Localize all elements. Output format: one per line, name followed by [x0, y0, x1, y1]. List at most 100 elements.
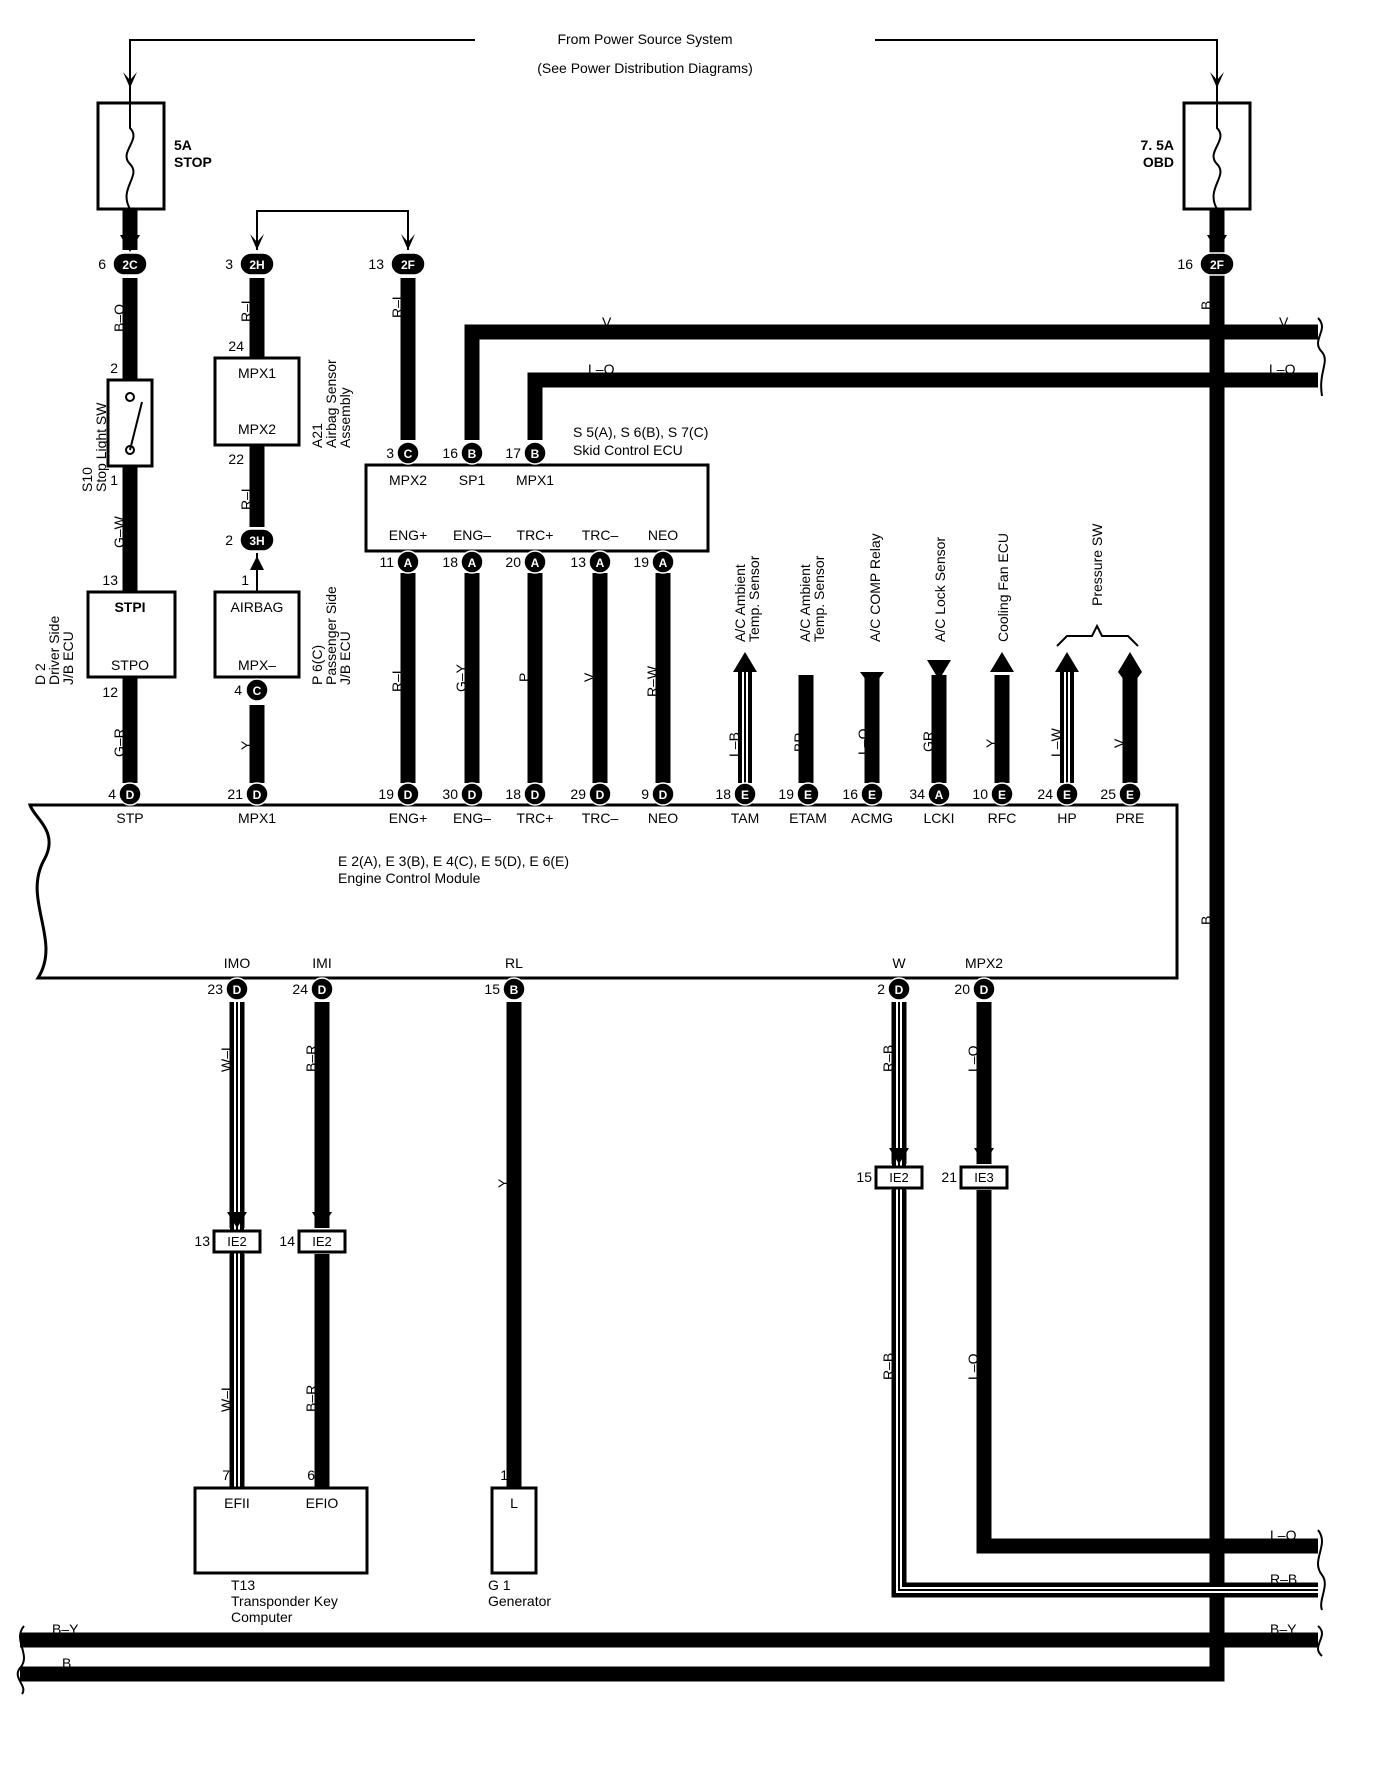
- svg-text:P 6(C): P 6(C): [309, 645, 325, 685]
- svg-text:D: D: [659, 788, 668, 802]
- svg-text:STOP: STOP: [174, 154, 212, 170]
- svg-text:W–L: W–L: [218, 1383, 234, 1412]
- svg-text:14: 14: [279, 1233, 295, 1249]
- svg-text:W–L: W–L: [218, 1043, 234, 1072]
- svg-text:D: D: [468, 788, 477, 802]
- svg-text:IE2: IE2: [227, 1234, 247, 1249]
- svg-text:ENG+: ENG+: [389, 527, 428, 543]
- svg-text:5A: 5A: [174, 137, 192, 153]
- connector-3H: 3H 2: [225, 528, 275, 552]
- arrow-down-icon: [860, 672, 884, 688]
- svg-text:D: D: [531, 788, 540, 802]
- ecm-pin-w: D2W: [877, 955, 911, 1001]
- skid-control-ecu: S 5(A), S 6(B), S 7(C) Skid Control ECU …: [364, 424, 710, 553]
- svg-text:Y: Y: [983, 738, 999, 748]
- svg-text:SP1: SP1: [459, 472, 486, 488]
- svg-text:Temp. Sensor: Temp. Sensor: [746, 555, 762, 642]
- svg-text:D 2: D 2: [32, 663, 48, 685]
- svg-text:3: 3: [225, 256, 233, 272]
- svg-text:25: 25: [1100, 786, 1116, 802]
- svg-text:V: V: [602, 314, 612, 330]
- svg-text:EFII: EFII: [224, 1495, 250, 1511]
- svg-text:C: C: [404, 447, 413, 461]
- svg-text:D: D: [895, 983, 904, 997]
- svg-text:20: 20: [954, 981, 970, 997]
- svg-text:B: B: [1198, 916, 1214, 925]
- svg-text:Pressure SW: Pressure SW: [1089, 523, 1105, 606]
- connector-2H: 2H 3: [225, 252, 275, 276]
- svg-text:A: A: [659, 556, 668, 570]
- svg-text:C: C: [253, 684, 262, 698]
- svg-text:20: 20: [505, 554, 521, 570]
- svg-text:24: 24: [228, 338, 244, 354]
- svg-text:G–R: G–R: [111, 728, 127, 757]
- svg-text:L–O: L–O: [855, 728, 871, 755]
- output-labels: A/C Ambient Temp. Sensor A/C Ambient Tem…: [732, 523, 1105, 642]
- arrow-up-icon: [990, 652, 1014, 672]
- svg-text:R–L: R–L: [238, 296, 254, 322]
- svg-text:ACMG: ACMG: [851, 810, 893, 826]
- svg-text:19: 19: [378, 786, 394, 802]
- svg-text:B: B: [531, 447, 540, 461]
- junction-ie2-14: IE2 14: [279, 1212, 347, 1254]
- svg-text:34: 34: [909, 786, 925, 802]
- svg-text:E: E: [741, 788, 749, 802]
- svg-text:A/C Lock Sensor: A/C Lock Sensor: [932, 537, 948, 642]
- svg-text:Temp. Sensor: Temp. Sensor: [811, 555, 827, 642]
- stop-light-switch: 2 1 S10 Stop Light SW: [79, 360, 154, 492]
- svg-text:L–B: L–B: [726, 732, 742, 757]
- svg-text:7: 7: [222, 1467, 230, 1483]
- svg-text:ENG+: ENG+: [389, 810, 428, 826]
- svg-text:ETAM: ETAM: [789, 810, 827, 826]
- svg-text:11: 11: [379, 554, 394, 570]
- svg-text:G 1: G 1: [488, 1577, 511, 1593]
- arrow-icon: [250, 556, 264, 570]
- svg-text:2C: 2C: [122, 258, 138, 272]
- svg-text:Skid Control ECU: Skid Control ECU: [573, 442, 683, 458]
- svg-text:B: B: [510, 983, 519, 997]
- svg-text:A: A: [468, 556, 477, 570]
- svg-text:RFC: RFC: [988, 810, 1017, 826]
- svg-text:D: D: [253, 788, 262, 802]
- svg-text:18: 18: [505, 786, 521, 802]
- svg-text:J/B ECU: J/B ECU: [60, 631, 76, 685]
- svg-text:1: 1: [110, 472, 118, 488]
- svg-text:R–L: R–L: [389, 666, 405, 692]
- wire-rb-outline: [892, 1002, 1318, 1597]
- svg-text:IE2: IE2: [889, 1170, 909, 1185]
- svg-text:G–Y: G–Y: [453, 663, 469, 692]
- transponder-key-computer: EFII EFIO 7 6 T13 Transponder Key Comput…: [193, 1467, 369, 1625]
- svg-text:19: 19: [778, 786, 794, 802]
- svg-text:A: A: [531, 556, 540, 570]
- svg-text:A: A: [404, 556, 413, 570]
- svg-text:D: D: [126, 788, 135, 802]
- arrow-up-icon: [733, 652, 757, 672]
- wire-color-labels: B–O R–L R–L R–L B B V V L–O L–O G–W G–R …: [52, 292, 1297, 1671]
- svg-text:HP: HP: [1057, 810, 1076, 826]
- svg-text:B: B: [1198, 301, 1214, 310]
- fuse-icon: [125, 103, 135, 210]
- svg-text:TRC–: TRC–: [582, 527, 619, 543]
- svg-text:L–O: L–O: [588, 361, 615, 377]
- svg-text:ENG–: ENG–: [453, 527, 491, 543]
- svg-text:MPX2: MPX2: [238, 421, 276, 437]
- svg-text:A21: A21: [309, 423, 325, 448]
- svg-text:IMI: IMI: [312, 955, 331, 971]
- passenger-jb-connector: C 4: [234, 678, 269, 702]
- svg-text:GR: GR: [920, 731, 936, 752]
- svg-text:24: 24: [292, 981, 308, 997]
- svg-text:Driver Side: Driver Side: [46, 616, 62, 685]
- svg-text:R–B: R–B: [1270, 1571, 1297, 1587]
- svg-text:MPX1: MPX1: [516, 472, 554, 488]
- svg-text:L–O: L–O: [1269, 361, 1296, 377]
- svg-text:24: 24: [1037, 786, 1053, 802]
- svg-text:22: 22: [228, 451, 244, 467]
- svg-text:9: 9: [641, 786, 649, 802]
